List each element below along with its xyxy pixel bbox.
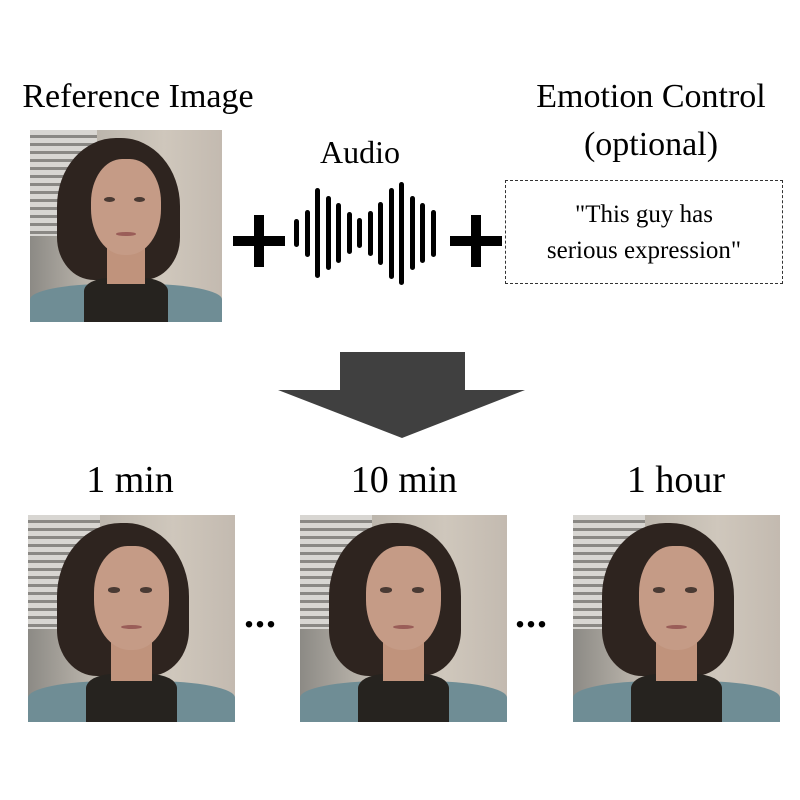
waveform-bar <box>315 188 320 278</box>
emotion-prompt-box: "This guy has serious expression" <box>505 180 783 284</box>
emotion-prompt-line2: serious expression" <box>546 237 742 264</box>
ellipsis-1: ... <box>244 591 277 636</box>
waveform-bar <box>325 196 331 270</box>
waveform-bar <box>346 212 352 254</box>
waveform-bar <box>336 203 341 263</box>
output-frame-1hour <box>573 515 780 722</box>
output-frame-10min <box>300 515 507 722</box>
output-frame-1min <box>28 515 235 722</box>
waveform-bar <box>388 187 394 279</box>
waveform-bar <box>399 181 404 285</box>
waveform-bar <box>294 219 299 247</box>
emotion-prompt-line1: "This guy has <box>575 201 713 228</box>
ellipsis-2: ... <box>515 591 548 636</box>
output-label-3: 1 hour <box>626 459 726 501</box>
emotion-optional-label: (optional) <box>583 126 719 163</box>
waveform-bar <box>409 196 415 270</box>
output-label-1: 1 min <box>86 459 174 501</box>
waveform-bar <box>430 209 436 257</box>
waveform-bar <box>378 201 383 265</box>
audio-label: Audio <box>320 134 400 170</box>
emotion-control-label: Emotion Control <box>536 78 766 115</box>
waveform-bar <box>420 203 425 263</box>
waveform-bar <box>367 210 373 256</box>
reference-image <box>30 130 222 322</box>
waveform-bar <box>357 218 362 248</box>
waveform-bar <box>304 209 310 257</box>
reference-image-label: Reference Image <box>22 78 254 115</box>
output-label-2: 10 min <box>350 459 458 501</box>
